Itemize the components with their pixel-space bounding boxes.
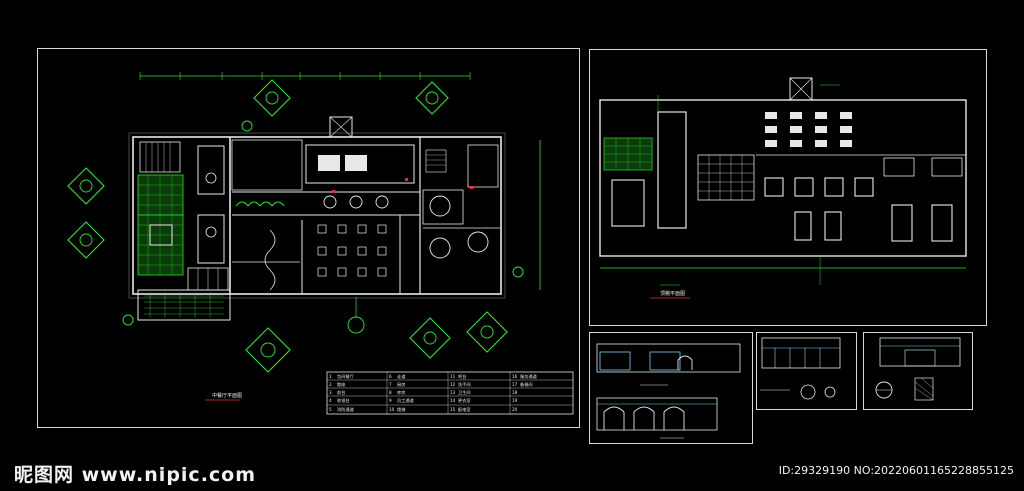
site-watermark: 昵图网 www.nipic.com (14, 464, 257, 486)
legend-label: 吧台 (458, 373, 466, 380)
legend-number: 8 (389, 390, 392, 395)
legend-label: 员工通道 (397, 397, 415, 404)
detail-c-drawing (875, 337, 961, 401)
detail-sheet (863, 332, 973, 410)
elevation-index-markers (67, 79, 508, 373)
legend-number: 5 (329, 407, 332, 412)
legend-number: 1 (329, 374, 332, 379)
legend-number: 9 (389, 398, 392, 403)
image-id-watermark: ID:29329190 NO:20220601165228855125 (778, 464, 1014, 477)
legend-label: 前台 (337, 389, 345, 396)
legend-number: 14 (450, 398, 456, 403)
floor-plan-sheet (37, 48, 580, 428)
legend-number: 15 (450, 407, 456, 412)
elevation-b-drawing (760, 337, 841, 400)
legend-number: 2 (329, 382, 332, 387)
legend-label: 卫生间 (458, 389, 471, 396)
legend-number: 6 (389, 374, 392, 379)
legend-label: 配电室 (458, 406, 471, 413)
legend-number: 16 (512, 374, 518, 379)
legend-number: 13 (450, 390, 456, 395)
ceiling-plan-sheet (589, 49, 987, 326)
legend-label: 收银台 (337, 397, 350, 404)
legend-number: 20 (512, 407, 518, 412)
legend-label: 备餐间 (520, 381, 533, 388)
legend-label: 服务通道 (520, 373, 538, 380)
elevation-sheet-b (756, 332, 857, 410)
elevation-a-drawing (596, 343, 741, 439)
floor-plan-drawing (67, 72, 574, 415)
legend-number: 17 (512, 382, 518, 387)
legend-number: 19 (512, 398, 518, 403)
legend-label: 厨房 (397, 381, 405, 388)
ceiling-plan-title: 顶棚平面图 (660, 290, 685, 297)
floor-plan-title: 中餐厅平面图 (212, 392, 242, 399)
legend-label: 更衣室 (458, 397, 471, 404)
elevation-sheet-a (589, 332, 753, 444)
legend-label: 散座 (337, 381, 345, 388)
ceiling-plan-drawing (599, 77, 967, 299)
legend-number: 4 (329, 398, 332, 403)
legend-label: 洗手间 (458, 381, 471, 388)
legend-number: 10 (389, 407, 395, 412)
legend-number: 12 (450, 382, 456, 387)
legend-label: 走道 (397, 373, 406, 380)
legend-number: 3 (329, 390, 332, 395)
legend-label: 库房 (397, 389, 405, 396)
legend-number: 7 (389, 382, 392, 387)
legend-table-frame (326, 371, 574, 415)
legend-number: 18 (512, 390, 518, 395)
legend-number: 11 (450, 374, 456, 379)
legend-label: 楼梯 (397, 406, 405, 413)
legend-label: 包间餐厅 (337, 373, 354, 380)
legend-label: 消防通道 (337, 406, 355, 413)
